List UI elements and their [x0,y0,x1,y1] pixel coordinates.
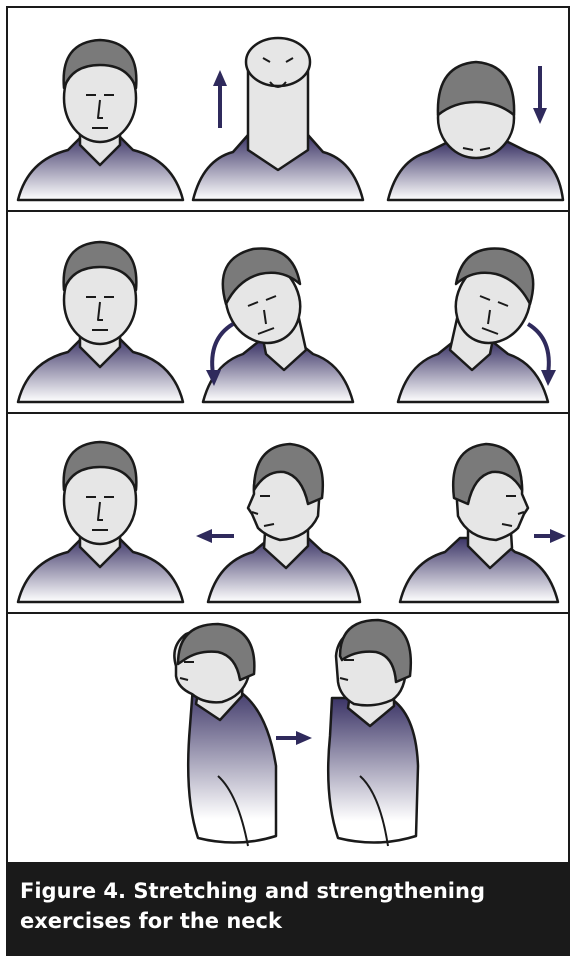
neutral-head-illustration [18,40,183,200]
right-arrow-icon [534,529,566,543]
chin-tucked-illustration [328,620,418,846]
divider-line [6,210,570,212]
caption-box: Figure 4. Stretching and strengthening e… [6,862,570,956]
divider-line [6,612,570,614]
look-down-head-illustration [388,62,563,200]
turn-right-head-illustration [400,444,558,602]
divider-line [6,412,570,414]
exercise-row-flexion-extension [8,10,568,210]
up-arrow-icon [213,70,227,128]
exercise-row-chin-tuck [8,616,568,860]
right-arrow-icon [276,731,312,745]
neutral-head-illustration [18,242,183,402]
tilt-left-head-illustration [203,248,353,402]
down-arrow-icon [533,66,547,124]
neutral-head-illustration [18,442,183,602]
figure-caption: Figure 4. Stretching and strengthening e… [20,876,556,936]
chin-forward-illustration [174,624,276,846]
tilt-right-head-illustration [398,248,548,402]
left-arrow-icon [196,529,234,543]
exercise-row-rotation [8,416,568,612]
exercise-row-side-bend [8,214,568,412]
turn-left-head-illustration [208,444,360,602]
